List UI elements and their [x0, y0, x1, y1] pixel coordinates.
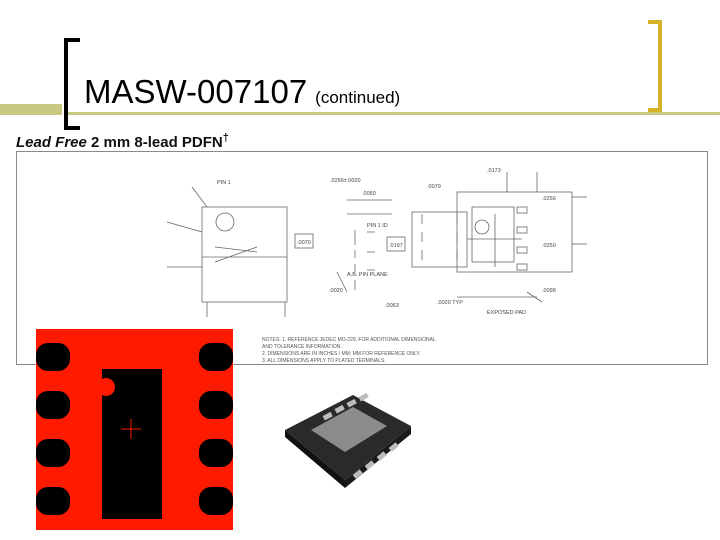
note-line: AND TOLERANCE INFORMATION. — [262, 344, 342, 350]
pin1-marker — [215, 212, 235, 232]
drawing-svg: .0256±.0020 .0050 .0079 .0173 .0070 .025… — [166, 168, 587, 364]
dim-label: .0098 — [542, 288, 556, 294]
slide-subtitle: Lead Free 2 mm 8-lead PDFN† — [16, 132, 229, 151]
dim-label: A.B. PIN PLANE — [347, 272, 388, 278]
dim-label: .0256 — [542, 196, 556, 202]
package-svg — [285, 392, 411, 488]
subtitle-lead-free: Lead Free — [16, 134, 87, 151]
dim-label: .0063 — [385, 303, 399, 309]
accent-bar-left — [0, 104, 62, 115]
subtitle-dagger: † — [222, 132, 229, 144]
note-line: 3. ALL DIMENSIONS APPLY TO PLATED TERMIN… — [262, 358, 386, 364]
note-line: NOTES: 1. REFERENCE JEDEC MO-229, FOR AD… — [262, 337, 436, 343]
footprint-svg — [36, 329, 233, 530]
slide-title: MASW-007107 (continued) — [84, 73, 400, 111]
dim-label: .0020 TYP — [437, 300, 463, 306]
dim-label: .0197 — [389, 243, 403, 249]
dim-label: .0250 — [542, 243, 556, 249]
bottom-view-outline — [456, 191, 573, 273]
pad-view-outline — [411, 211, 468, 268]
exposed-pad — [471, 206, 515, 263]
title-suffix: (continued) — [315, 88, 401, 107]
footprint-graphic — [36, 329, 233, 530]
subtitle-package: 2 mm 8-lead PDFN — [86, 134, 223, 151]
dim-label: PIN 1 — [217, 180, 231, 186]
dim-label: .0256±.0020 — [330, 178, 361, 184]
package-render — [283, 392, 413, 492]
right-bracket — [648, 20, 662, 112]
accent-bar-right — [66, 112, 720, 115]
dim-label: EXPOSED PAD — [487, 310, 526, 316]
note-line: 2. DIMENSIONS ARE IN INCHES / MM; MM FOR… — [262, 351, 420, 357]
dim-label: .0173 — [487, 168, 501, 174]
dim-label: PIN 1 ID — [367, 223, 388, 229]
dim-label: .0079 — [427, 184, 441, 190]
side-view-body — [201, 206, 288, 303]
left-bracket — [64, 38, 80, 130]
dim-label: .0070 — [297, 240, 311, 246]
dim-label: .0050 — [362, 191, 376, 197]
dim-label: .0020 — [329, 288, 343, 294]
title-text: MASW-007107 — [84, 73, 308, 110]
